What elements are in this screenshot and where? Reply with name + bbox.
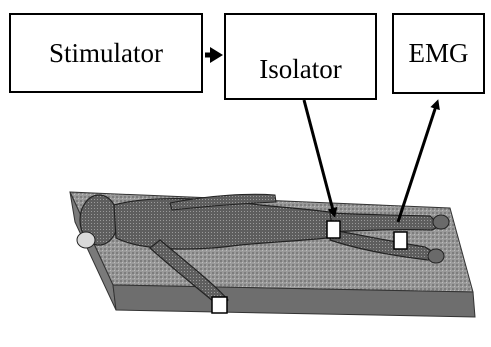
stim-to-iso-arrowhead — [210, 47, 223, 63]
iso-to-leg-arrow — [304, 100, 334, 214]
stimulating-electrode-icon — [327, 221, 340, 238]
leg-to-emg-arrow — [398, 103, 437, 222]
wrist-electrode-icon — [212, 297, 227, 313]
recording-electrode-icon — [394, 232, 407, 249]
